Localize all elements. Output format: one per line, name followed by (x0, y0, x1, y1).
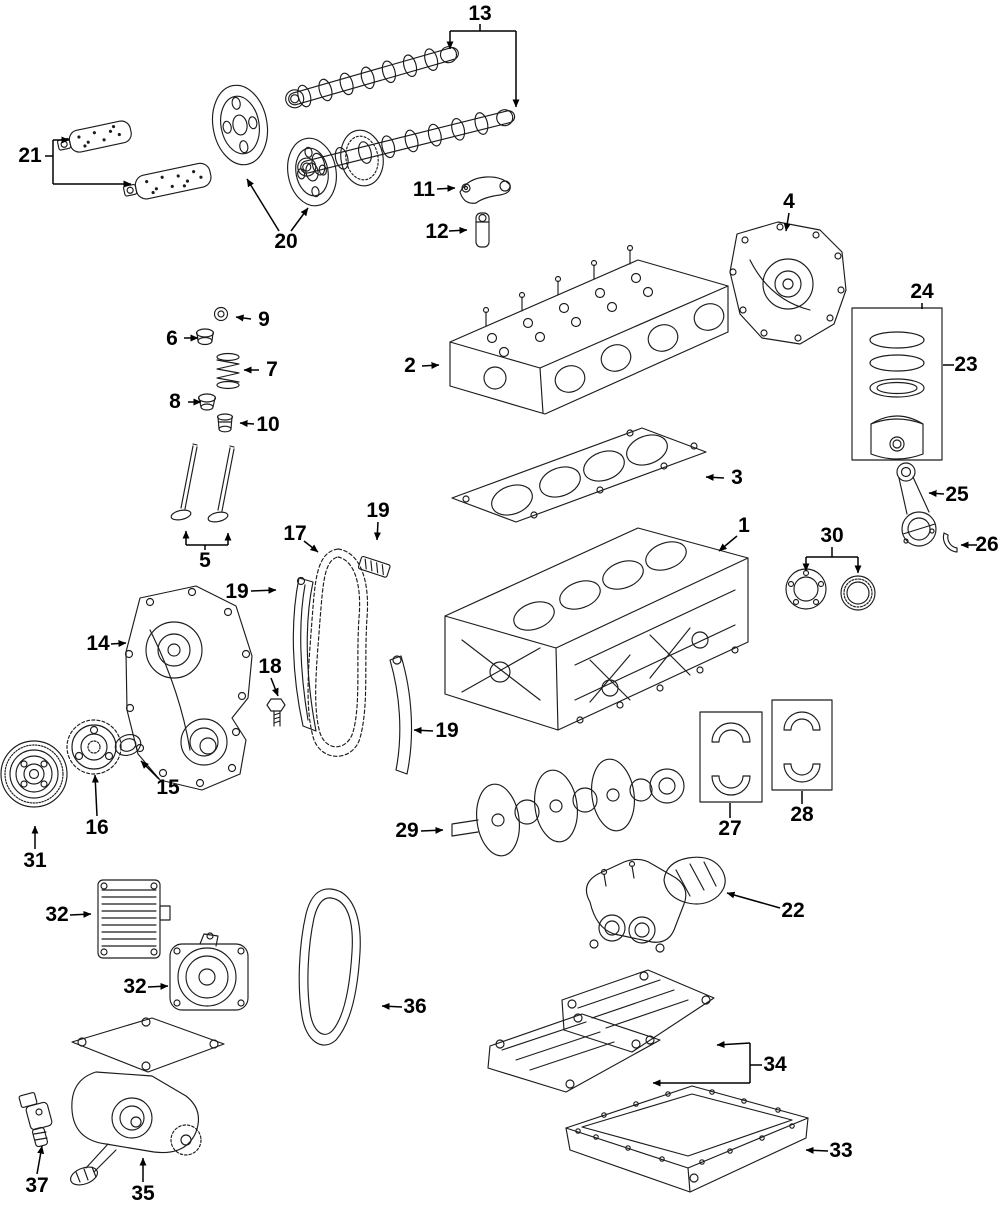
camshaft-exhaust-art (285, 46, 459, 109)
baffle-upper-art (561, 969, 715, 1053)
callout-10-stem-seal: 10 (256, 413, 280, 436)
callout-30-rear-seal: 30 (820, 524, 844, 547)
cylinder-head-art (449, 244, 729, 415)
callout-19-guide-left: 19 (225, 580, 249, 603)
head-gasket-art (451, 427, 707, 523)
callout-23-rings: 23 (954, 353, 978, 376)
piston-ring-kit-art (851, 307, 943, 461)
timing-chain-art (307, 548, 369, 757)
callout-24-ring-kit: 24 (910, 280, 934, 303)
callout-2-cylinder-head: 2 (404, 354, 416, 377)
main-bearings-lower-art (699, 711, 763, 803)
callout-17-timing-chain: 17 (283, 522, 307, 545)
callout-32-cooler-a: 32 (45, 903, 69, 926)
callout-33-oil-pan: 33 (829, 1139, 853, 1162)
main-bearings-upper-art (771, 699, 833, 791)
callout-32-cooler-b: 32 (123, 975, 147, 998)
camshaft-adjuster-a-art (57, 120, 132, 153)
callout-8-retainer: 8 (169, 390, 181, 413)
callout-1-engine-block: 1 (738, 514, 750, 537)
callout-15-crank-seal: 15 (156, 776, 180, 799)
oil-control-valve-art (18, 1092, 53, 1148)
callout-27-bearings-lower: 27 (718, 817, 742, 840)
callout-4-timing-cover: 4 (783, 190, 795, 213)
callout-37-control-valve: 37 (25, 1174, 49, 1197)
callout-13-camshafts: 13 (468, 2, 492, 25)
callout-28-bearings-upper: 28 (790, 803, 814, 826)
chain-guide-upper-art (357, 555, 391, 578)
callout-12-lash-adjuster: 12 (425, 220, 449, 243)
crankshaft-sprocket-art (66, 719, 122, 775)
timing-cover-art (729, 221, 847, 345)
valve-retainer-art (197, 393, 217, 411)
oil-pump-art (69, 1017, 225, 1186)
valve-spring-seat-art (195, 328, 215, 346)
callout-31-crank-pulley: 31 (23, 849, 47, 872)
callout-leader-lines (31, 24, 977, 1182)
callout-14-front-cover: 14 (86, 632, 110, 655)
valve-keeper-art (213, 306, 229, 322)
tensioner-bolt-art (266, 698, 286, 727)
callout-7-spring: 7 (266, 358, 278, 381)
oil-pan-art (565, 1085, 809, 1193)
callout-6-spring-seat: 6 (166, 327, 178, 350)
camshaft-intake-art (297, 109, 516, 177)
engine-block-art (444, 527, 749, 731)
callout-11-rocker-arm: 11 (412, 178, 436, 201)
callout-5-valves: 5 (199, 549, 211, 572)
oil-cooler-round-art (169, 932, 249, 1011)
connecting-rod-art (896, 462, 937, 547)
callout-3-head-gasket: 3 (731, 466, 743, 489)
valve-stem-seal-art (216, 413, 234, 433)
callout-34-baffle: 34 (763, 1053, 787, 1076)
camshaft-sprockets-art (211, 84, 384, 207)
front-cover-art (124, 585, 253, 791)
oil-filter-housing-art (585, 856, 726, 953)
callout-9-keeper: 9 (258, 308, 270, 331)
callout-36-drive-belt: 36 (403, 995, 427, 1018)
baffle-lower-art (487, 1013, 661, 1093)
oil-cooler-plate-art (97, 879, 171, 959)
callout-22-filter-housing: 22 (781, 899, 805, 922)
callout-19-guide-right: 19 (435, 719, 459, 742)
parts-artwork (0, 46, 958, 1193)
crankshaft-art (451, 758, 685, 857)
callout-26-rod-bearing: 26 (975, 533, 999, 556)
callout-35-oil-pump: 35 (131, 1182, 155, 1205)
chain-guide-right-art (389, 655, 413, 775)
rod-bearing-art (942, 532, 958, 553)
lash-adjuster-art (475, 212, 490, 248)
callout-29-crankshaft: 29 (395, 819, 419, 842)
drive-belt-art (298, 888, 361, 1046)
callout-21-adjusters: 21 (18, 144, 42, 167)
rear-main-seal-art (785, 568, 876, 611)
callout-19-guide-upper: 19 (366, 499, 390, 522)
callout-16-crank-sprocket: 16 (85, 816, 109, 839)
chain-guide-left-art (292, 576, 317, 732)
camshaft-adjuster-b-art (123, 162, 212, 200)
callout-20-sprockets: 20 (274, 230, 298, 253)
rocker-arm-art (459, 176, 511, 204)
valves-art (170, 443, 235, 523)
crankshaft-pulley-art (0, 740, 68, 808)
valve-spring-art (216, 352, 240, 390)
callout-25-connecting-rod: 25 (945, 483, 969, 506)
callout-18-tensioner-bolt: 18 (258, 655, 282, 678)
